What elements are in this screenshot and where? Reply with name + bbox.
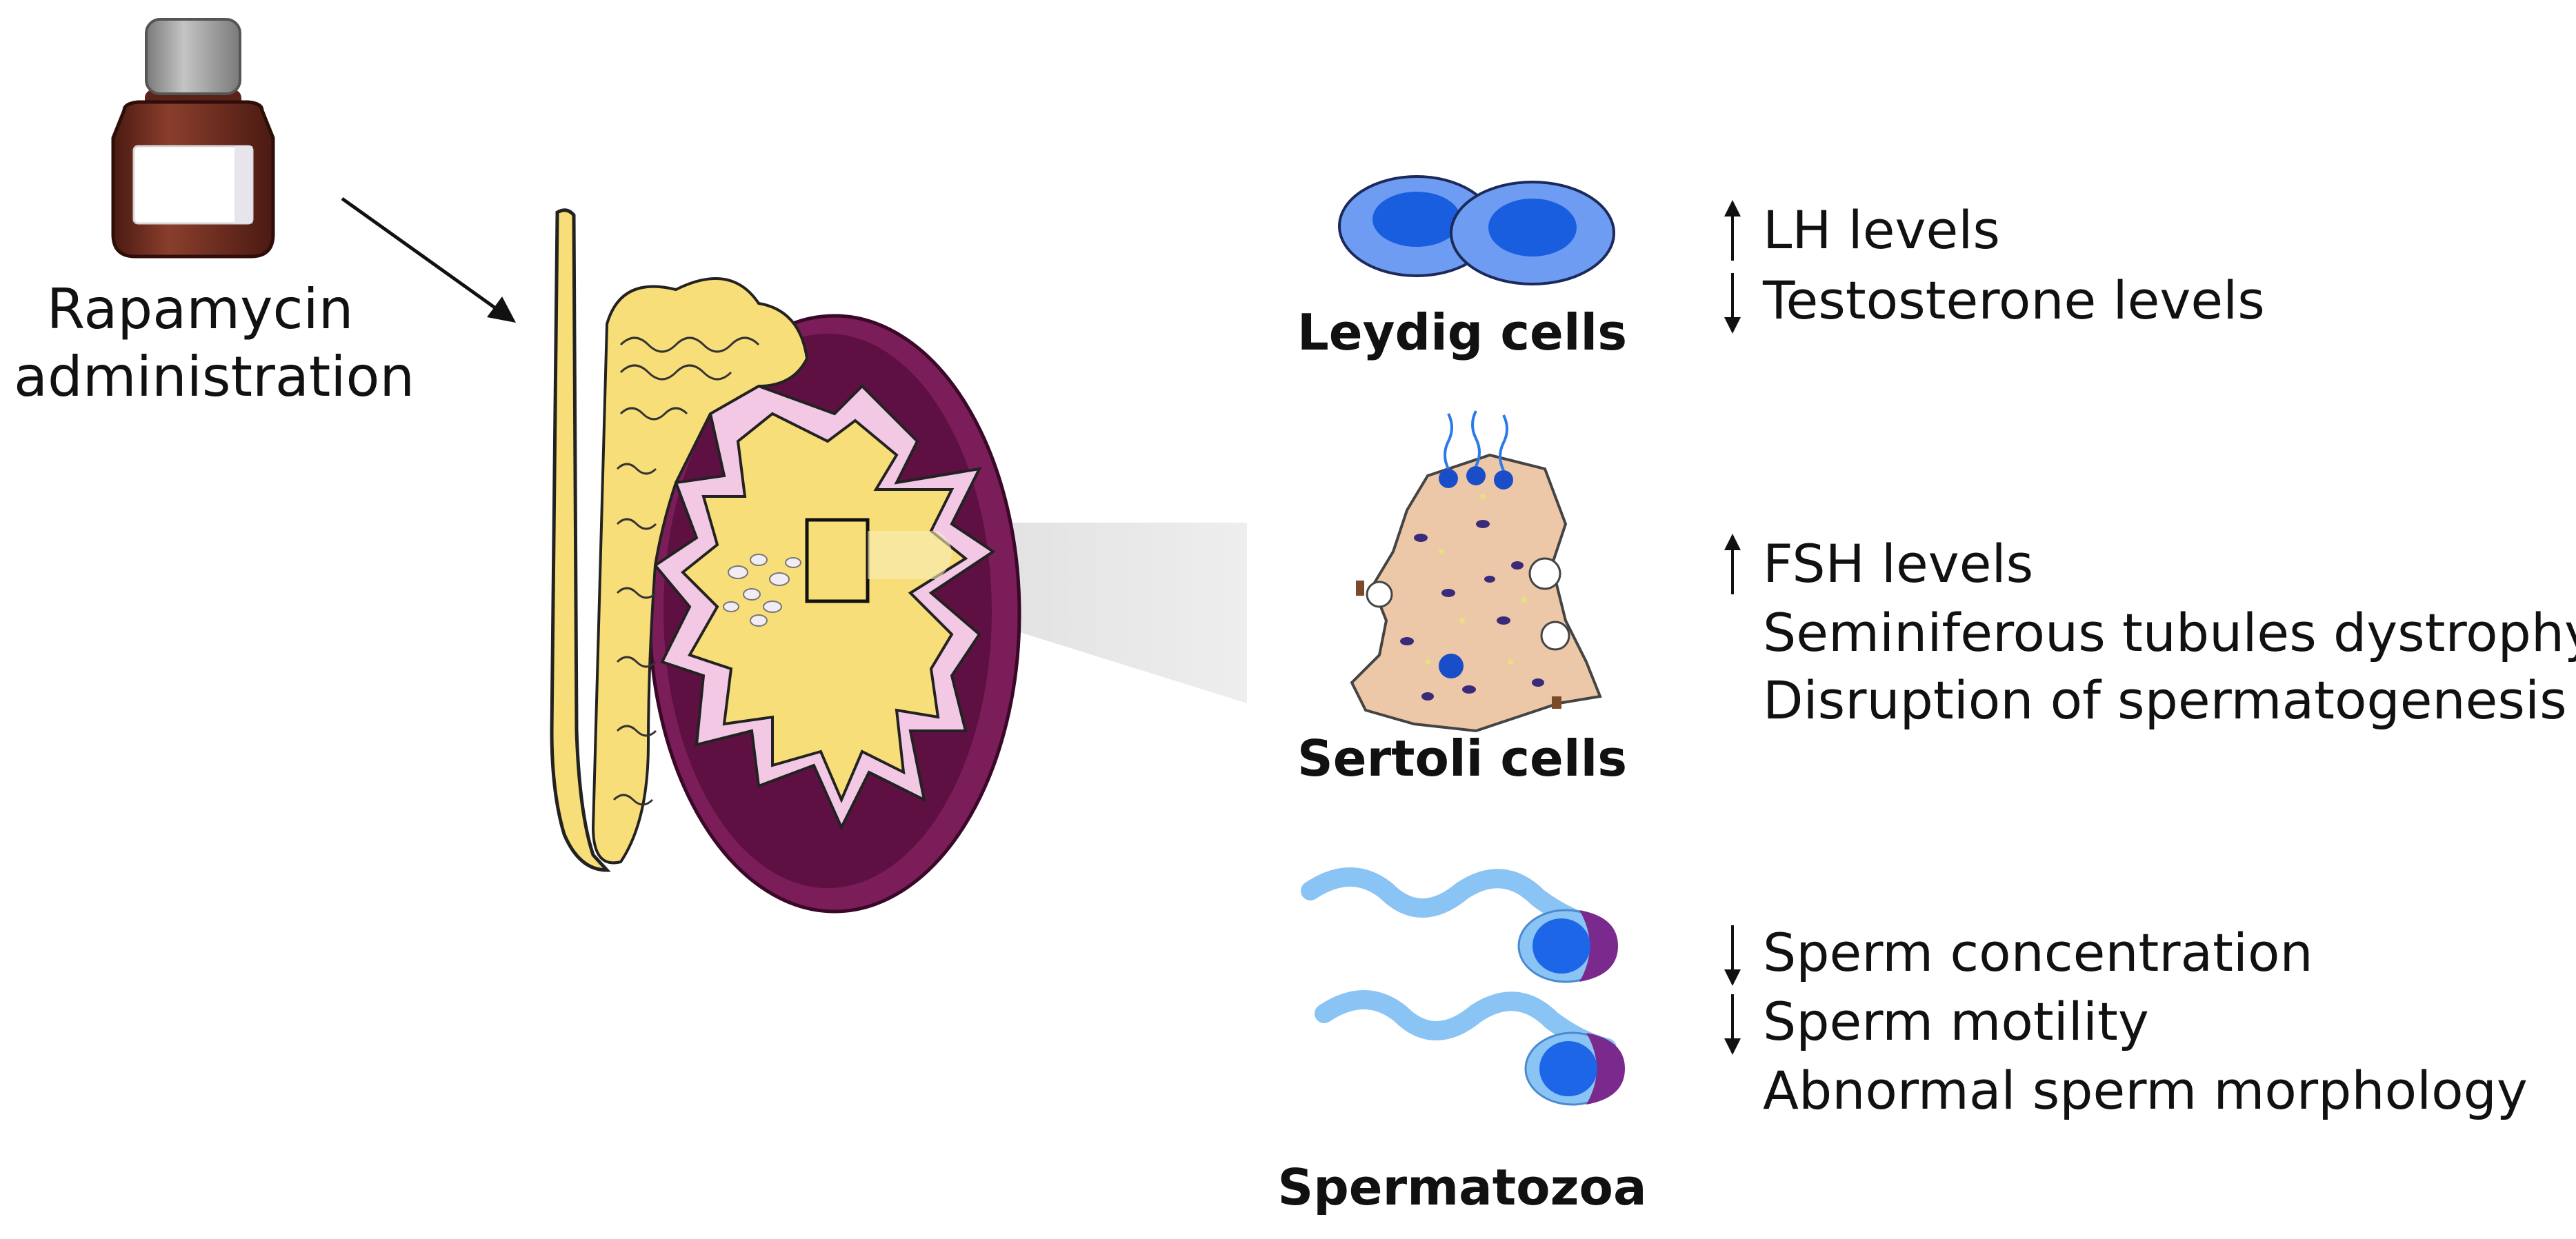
drug-label: Rapamycin administration xyxy=(14,276,415,411)
effect-sperm-3: Abnormal sperm morphology xyxy=(1763,1065,2528,1117)
effect-text: Testosterone levels xyxy=(1763,270,2265,331)
drug-label-line-2: administration xyxy=(14,345,415,409)
testis-illustration xyxy=(550,208,1021,914)
effect-leydig-1: LH levels xyxy=(1724,200,2000,261)
effect-leydig-2: Testosterone levels xyxy=(1724,273,2265,334)
arrow-up-icon xyxy=(1724,534,1741,594)
arrow-down-icon xyxy=(1724,994,1741,1055)
effect-sertoli-2: Seminiferous tubules dystrophy xyxy=(1763,607,2576,659)
drug-label-line-1: Rapamycin xyxy=(46,277,354,341)
effect-sertoli-3: Disruption of spermatogenesis xyxy=(1763,674,2567,727)
effect-sperm-1: Sperm concentration xyxy=(1724,925,2313,986)
effect-text: FSH levels xyxy=(1763,533,2034,594)
effect-text: LH levels xyxy=(1763,199,2000,261)
effect-text: Seminiferous tubules dystrophy xyxy=(1763,602,2576,663)
medicine-bottle-icon xyxy=(111,18,275,259)
cell-title-sertoli: Sertoli cells xyxy=(1297,729,1628,787)
cell-title-spermatozoa: Spermatozoa xyxy=(1277,1158,1647,1216)
effect-text: Sperm motility xyxy=(1763,991,2149,1052)
effect-text: Sperm concentration xyxy=(1763,922,2313,983)
spermatozoa-icon xyxy=(1301,867,1625,1106)
effect-text: Abnormal sperm morphology xyxy=(1763,1060,2528,1121)
effect-sperm-2: Sperm motility xyxy=(1724,994,2149,1055)
administration-arrow xyxy=(341,197,516,323)
effect-sertoli-1: FSH levels xyxy=(1724,534,2033,594)
arrow-down-icon xyxy=(1724,925,1741,986)
cell-title-leydig: Leydig cells xyxy=(1297,303,1628,361)
leydig-cells-icon xyxy=(1338,175,1615,285)
sertoli-cell-icon xyxy=(1350,410,1602,733)
arrow-up-icon xyxy=(1724,200,1741,261)
effect-text: Disruption of spermatogenesis xyxy=(1763,669,2567,731)
arrow-down-icon xyxy=(1724,273,1741,334)
